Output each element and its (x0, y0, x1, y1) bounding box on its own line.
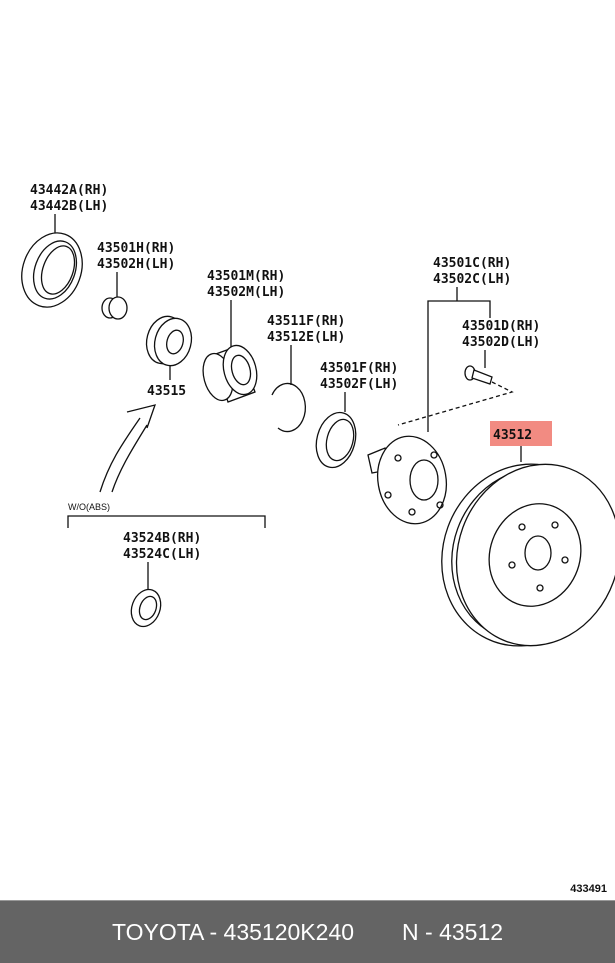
label-43501f: 43501F(RH) (320, 361, 398, 376)
part-43501m-bearing[interactable]: 43501M(RH) 43502M(LH) (198, 269, 285, 404)
diagram-code: 433491 (570, 883, 607, 895)
label-43502c: 43502C(LH) (433, 272, 511, 287)
label-wo-abs: W/O(ABS) (68, 502, 110, 512)
footer-bar: TOYOTA - 435120K240 N - 43512 (0, 900, 615, 963)
label-43501d: 43501D(RH) (462, 319, 540, 334)
label-43502d: 43502D(LH) (462, 335, 540, 350)
label-43442a: 43442A(RH) (30, 183, 108, 198)
part-43501d-hub-bolt[interactable]: 43501D(RH) 43502D(LH) (397, 319, 540, 426)
part-43515-sensor-rotor[interactable]: 43515 (141, 312, 196, 399)
label-43502h: 43502H(LH) (97, 257, 175, 272)
part-43501c-axle-hub[interactable]: 43501C(RH) 43502C(LH) (367, 256, 511, 529)
parts-diagram: 43442A(RH) 43442B(LH) 43501H(RH) 43502H(… (12, 183, 615, 669)
label-43501c: 43501C(RH) (433, 256, 511, 271)
part-43511f-snap-ring[interactable]: 43511F(RH) 43512E(LH) (267, 314, 345, 433)
part-43501f-dust-deflector[interactable]: 43501F(RH) 43502F(LH) (310, 361, 398, 472)
highlight-43512 (490, 421, 552, 446)
part-43442-oil-seal[interactable]: 43442A(RH) 43442B(LH) (12, 183, 109, 316)
label-43501m: 43501M(RH) (207, 269, 285, 284)
label-43512: 43512 (493, 428, 532, 443)
label-43512e: 43512E(LH) (267, 330, 345, 345)
label-43524b: 43524B(RH) (123, 531, 201, 546)
label-43442b: 43442B(LH) (30, 199, 108, 214)
part-43512-disc-rotor[interactable]: 43512 (416, 421, 615, 669)
footer-reference: N - 43512 (402, 918, 504, 945)
label-43502m: 43502M(LH) (207, 285, 285, 300)
label-43502f: 43502F(LH) (320, 377, 398, 392)
label-43501h: 43501H(RH) (97, 241, 175, 256)
label-43524c: 43524C(LH) (123, 547, 201, 562)
part-43524-washer[interactable]: 43524B(RH) 43524C(LH) (123, 531, 201, 631)
wo-abs-bracket: W/O(ABS) (67, 404, 266, 528)
part-43501h-cap[interactable]: 43501H(RH) 43502H(LH) (97, 241, 175, 320)
label-43511f: 43511F(RH) (267, 314, 345, 329)
label-43515: 43515 (147, 384, 186, 399)
footer-part-number: TOYOTA - 435120K240 (111, 918, 355, 945)
